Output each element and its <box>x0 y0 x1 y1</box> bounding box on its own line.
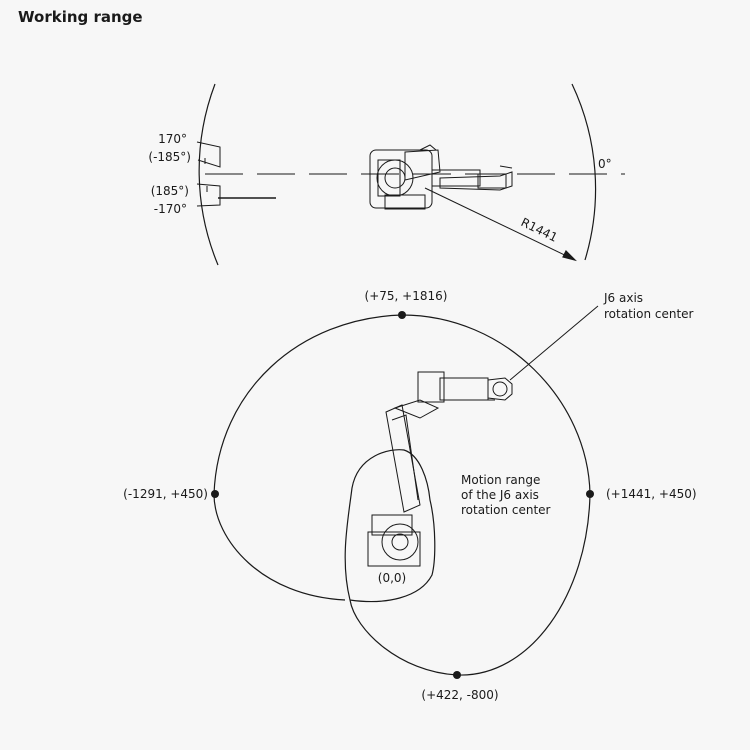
point-bottom-marker <box>453 671 461 679</box>
top-view-stopper-lower <box>196 183 221 207</box>
robot-side-view <box>367 371 513 567</box>
top-view-right-arc <box>571 83 597 261</box>
motion-range-line1: Motion range <box>461 473 540 487</box>
point-top-label: (+75, +1816) <box>365 289 448 303</box>
motion-range-line2: of the J6 axis <box>461 488 539 502</box>
top-view-radius-line <box>424 187 576 261</box>
top-view-stopper-upper <box>196 141 221 168</box>
point-left-marker <box>211 490 219 498</box>
angle-label-minus-185: (-185°) <box>148 150 191 164</box>
top-view-left-arc <box>198 83 219 266</box>
inner-envelope <box>344 449 436 603</box>
angle-label-170: 170° <box>158 132 187 146</box>
point-top-marker <box>398 311 406 319</box>
side-view <box>213 305 599 676</box>
top-view <box>196 83 625 266</box>
radius-label: R1441 <box>519 215 560 245</box>
j6-label-line2: rotation center <box>604 307 694 321</box>
point-right-label: (+1441, +450) <box>606 487 697 501</box>
angle-label-minus-170: -170° <box>154 202 187 216</box>
motion-range-line3: rotation center <box>461 503 551 517</box>
top-view-radius-arrow <box>562 249 577 262</box>
angle-label-185: (185°) <box>151 184 189 198</box>
point-bottom-label: (+422, -800) <box>421 688 498 702</box>
zero-angle-label: 0° <box>598 157 612 171</box>
robot-top-view <box>369 144 513 210</box>
j6-label-line1: J6 axis <box>603 291 643 305</box>
origin-label: (0,0) <box>378 571 406 585</box>
point-left-label: (-1291, +450) <box>123 487 208 501</box>
j6-leader-line <box>509 305 599 381</box>
page-title: Working range <box>18 8 143 26</box>
point-right-marker <box>586 490 594 498</box>
